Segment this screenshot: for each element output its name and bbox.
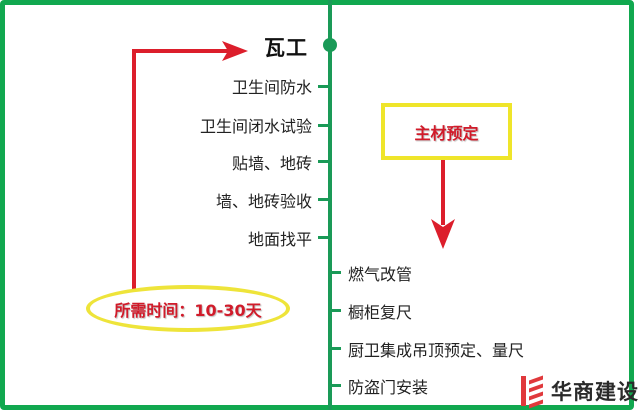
branch-tick [332,384,341,387]
branch-tick [318,124,328,127]
branch-tick [318,198,328,201]
brand-logo: 华商建设 [521,375,639,409]
diagram-frame [0,0,634,410]
duration-ellipse: 所需时间：10-30天 [86,285,290,332]
timeline-spine [328,0,332,410]
branch-tick [318,236,328,239]
left-item: 地面找平 [247,230,312,249]
duration-label: 所需时间：10-30天 [114,300,262,320]
material-order-callout: 主材预定 [381,103,512,160]
branch-tick [318,160,328,163]
logo-text: 华商建设 [551,379,639,404]
branch-tick [332,347,341,350]
arrowhead-down-icon [431,219,455,249]
logo-mark-icon [521,375,545,409]
arrowhead-right-icon [222,41,248,61]
left-item: 卫生间闭水试验 [199,117,312,136]
right-item: 厨卫集成吊顶预定、量尺 [348,341,525,360]
right-item: 防盗门安装 [348,378,429,397]
branch-tick [318,85,328,88]
left-item: 贴墙、地砖 [231,154,312,173]
timeline-node-dot [323,38,337,52]
right-item: 橱柜复尺 [348,303,413,322]
right-item: 燃气改管 [348,265,413,284]
left-item: 卫生间防水 [231,78,312,97]
branch-tick [332,271,341,274]
branch-tick [332,309,341,312]
left-item: 墙、地砖验收 [215,192,312,211]
stage-title: 瓦工 [264,36,308,60]
callout-label: 主材预定 [414,123,479,143]
